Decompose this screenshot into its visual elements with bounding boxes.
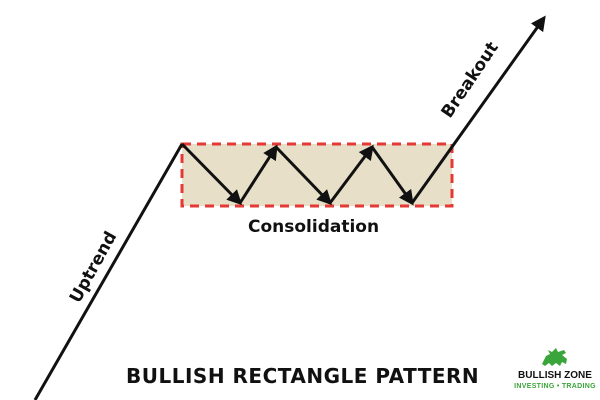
bull-icon	[542, 348, 567, 366]
zigzag-segment-1	[180, 142, 243, 206]
uptrend-line	[33, 143, 184, 400]
zigzag-segment-3	[274, 145, 333, 206]
logo-tagline: INVESTING • TRADING	[514, 383, 596, 390]
logo: BULLISH ZONE INVESTING • TRADING	[512, 344, 598, 400]
zigzag-segment-2	[238, 144, 278, 204]
consolidation-rectangle	[180, 142, 454, 208]
zigzag-segment-4	[328, 144, 374, 204]
page-title: BULLISH RECTANGLE PATTERN	[126, 364, 480, 388]
breakout-line	[410, 15, 546, 204]
consolidation-label: Consolidation	[248, 217, 379, 237]
uptrend-label: Uptrend	[66, 228, 121, 306]
logo-name: BULLISH ZONE	[518, 370, 592, 381]
zigzag-segment-5	[370, 146, 414, 206]
breakout-label: Breakout	[438, 38, 503, 121]
